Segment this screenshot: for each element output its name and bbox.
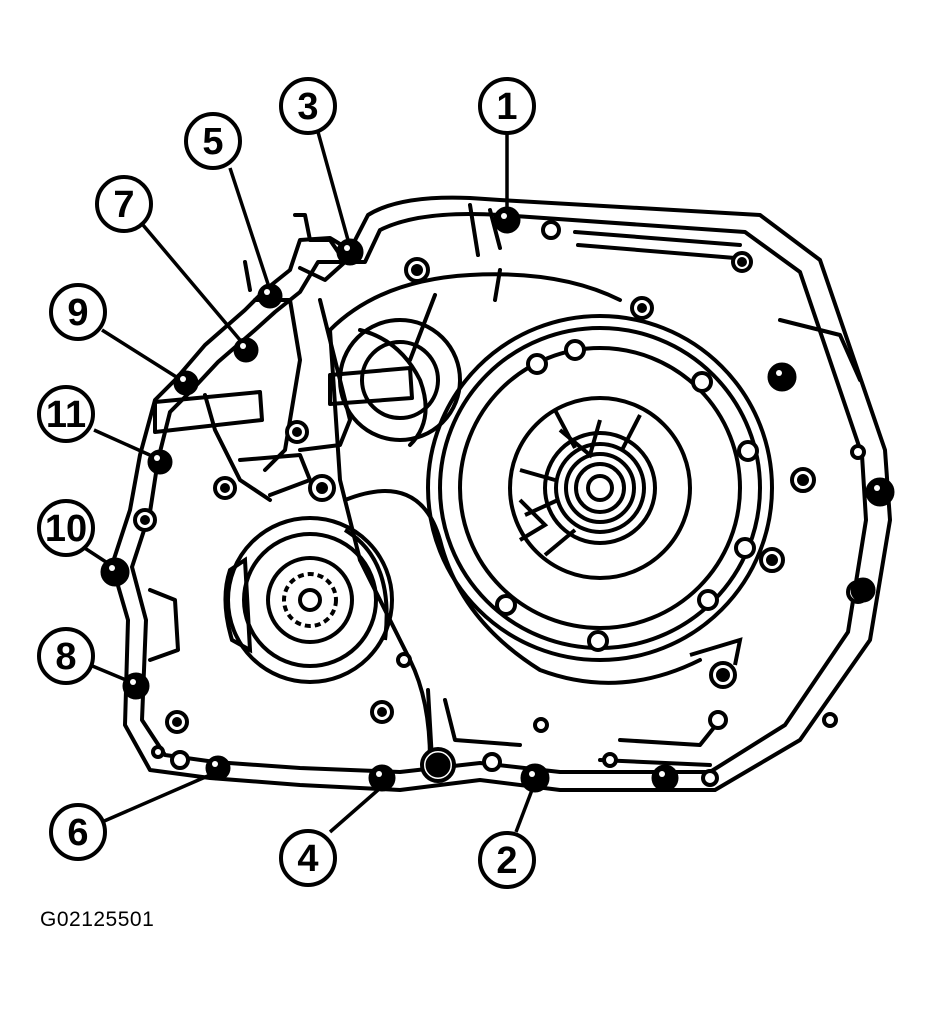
callout-9: 9 xyxy=(49,283,107,341)
callout-3: 3 xyxy=(279,77,337,135)
callouts: 1 2 3 4 5 6 7 xyxy=(37,77,536,889)
callout-6: 6 xyxy=(49,803,107,861)
bolt-1 xyxy=(493,206,521,234)
leader-lines xyxy=(79,131,534,834)
svg-text:3: 3 xyxy=(297,86,318,128)
svg-text:4: 4 xyxy=(297,838,318,880)
torque-converter-bore xyxy=(426,314,774,666)
callout-1: 1 xyxy=(478,77,536,135)
shift-linkage xyxy=(153,213,502,502)
bolt-bottom-mid xyxy=(425,752,451,778)
bolt-9 xyxy=(173,370,199,396)
svg-text:10: 10 xyxy=(45,508,87,550)
callout-2: 2 xyxy=(478,831,536,889)
bolt-right xyxy=(865,477,895,507)
bolt-4 xyxy=(368,764,396,792)
housing-bosses xyxy=(133,220,870,787)
callout-5: 5 xyxy=(184,112,242,170)
svg-text:1: 1 xyxy=(496,86,517,128)
svg-text:5: 5 xyxy=(202,121,223,163)
bolt-upper-right xyxy=(767,362,797,392)
bolt-8 xyxy=(122,672,150,700)
callout-4: 4 xyxy=(279,829,337,887)
callout-8: 8 xyxy=(37,627,95,685)
bolt-2 xyxy=(520,763,550,793)
svg-text:8: 8 xyxy=(55,636,76,678)
svg-text:7: 7 xyxy=(113,184,134,226)
svg-text:9: 9 xyxy=(67,292,88,334)
bolt-5 xyxy=(257,283,283,309)
bolt-right-lower xyxy=(850,577,876,603)
accumulator-bore xyxy=(338,318,462,442)
svg-text:2: 2 xyxy=(496,840,517,882)
differential-gear xyxy=(223,516,394,684)
bolt-highlights xyxy=(109,213,880,777)
bolt-7 xyxy=(233,337,259,363)
callout-11: 11 xyxy=(37,385,95,443)
svg-text:11: 11 xyxy=(46,394,86,436)
bolt-bottom-right xyxy=(651,764,679,792)
bolt-10 xyxy=(100,557,130,587)
callout-7: 7 xyxy=(95,175,153,233)
bolt-3 xyxy=(336,238,364,266)
svg-text:6: 6 xyxy=(67,812,88,854)
callout-10: 10 xyxy=(37,499,95,557)
figure-code: G02125501 xyxy=(40,908,155,931)
